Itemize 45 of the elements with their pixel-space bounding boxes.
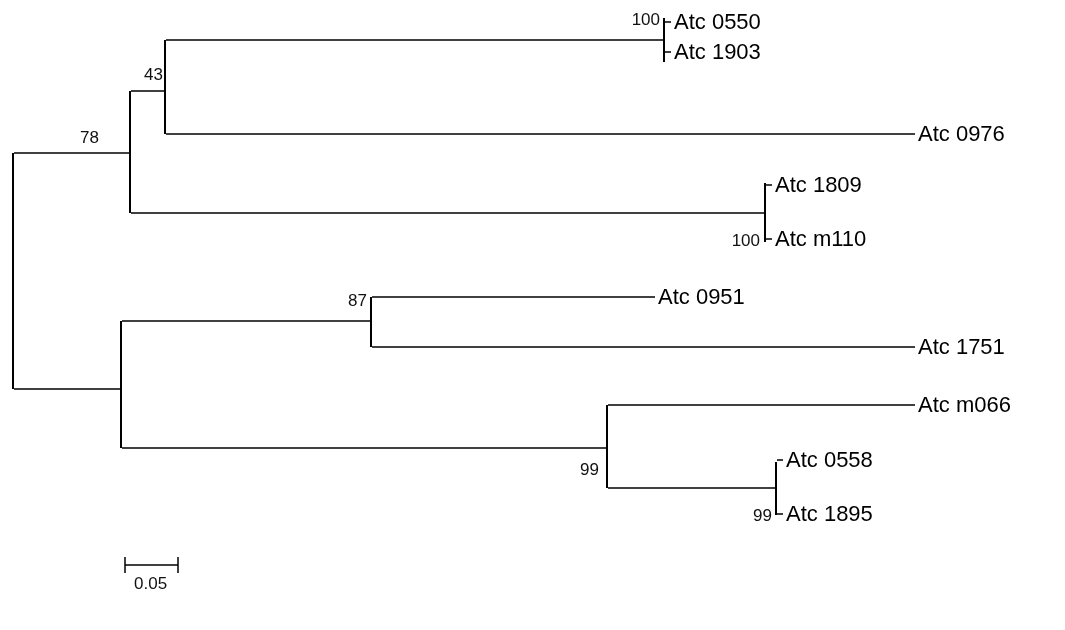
taxon-label: Atc 0550 <box>671 9 761 35</box>
taxon-label: Atc 0558 <box>783 447 873 473</box>
clade-node-line <box>370 297 372 347</box>
taxon-label: Atc 0951 <box>655 284 745 310</box>
tree-branch <box>130 212 766 214</box>
clade-node-line <box>12 153 14 389</box>
tree-branch <box>165 133 916 135</box>
tree-branch <box>121 320 372 322</box>
clade-node-line <box>764 183 766 242</box>
bootstrap-value: 99 <box>580 461 599 479</box>
tree-branch <box>13 388 122 390</box>
clade-node-line <box>606 405 608 488</box>
tree-branch <box>776 513 784 515</box>
tree-branch <box>664 51 672 53</box>
clade-node-line <box>775 462 777 515</box>
tree-branch <box>776 459 784 461</box>
taxon-label: Atc 0976 <box>915 121 1005 147</box>
taxon-label: Atc 1903 <box>671 39 761 65</box>
taxon-label: Atc 1895 <box>783 501 873 527</box>
bootstrap-value: 43 <box>144 66 163 84</box>
taxon-label: Atc m066 <box>915 392 1011 418</box>
taxon-label: Atc m110 <box>772 226 867 252</box>
tree-branch <box>765 184 773 186</box>
bootstrap-value: 100 <box>631 11 660 29</box>
tree-branch <box>130 90 166 92</box>
tree-branch <box>121 447 608 449</box>
tree-branch <box>664 21 672 23</box>
bootstrap-value: 87 <box>348 292 367 310</box>
taxon-label: Atc 1751 <box>915 334 1005 360</box>
tree-branch <box>371 346 916 348</box>
tree-branch <box>13 152 131 154</box>
tree-branch <box>607 404 916 406</box>
clade-node-line <box>663 18 665 62</box>
bootstrap-value: 99 <box>753 507 772 525</box>
tree-branch <box>165 39 665 41</box>
tree-branch <box>765 238 773 240</box>
bootstrap-value: 100 <box>731 232 760 250</box>
scale-label: 0.05 <box>134 575 168 593</box>
clade-node-line <box>120 321 122 448</box>
taxon-label: Atc 1809 <box>772 172 862 198</box>
clade-node-line <box>164 40 166 134</box>
tree-branch <box>607 487 777 489</box>
clade-node-line <box>129 91 131 213</box>
tree-branch <box>371 296 656 298</box>
bootstrap-value: 78 <box>80 129 99 147</box>
